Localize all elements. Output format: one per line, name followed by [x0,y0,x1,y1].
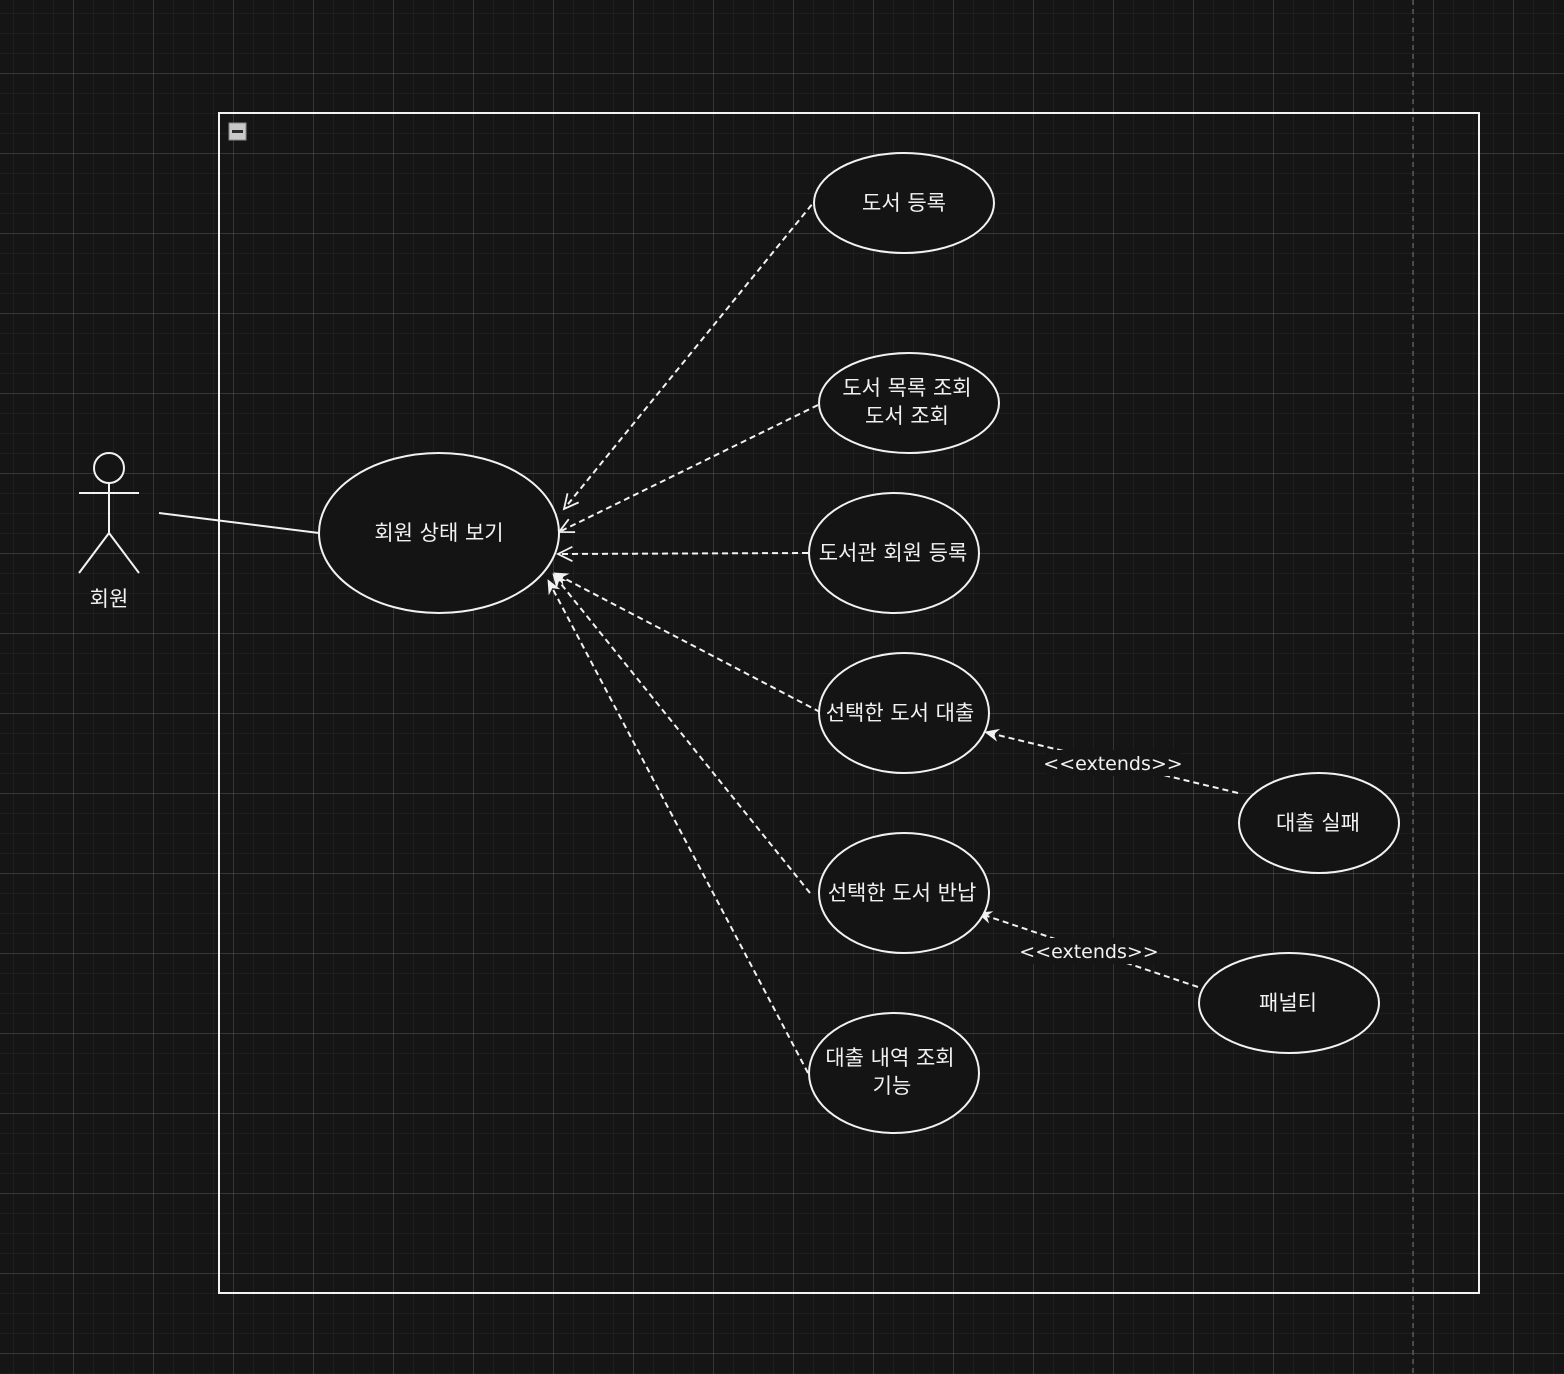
use-case-center[interactable]: 회원 상태 보기 [318,452,560,614]
actor-right-leg [108,532,140,574]
use-case-return[interactable]: 선택한 도서 반납 [818,832,990,954]
use-case-book-list[interactable]: 도서 목록 조회 도서 조회 [818,352,1000,454]
edge-extends-return[interactable] [977,911,1199,988]
actor-member[interactable]: 회원 [78,452,140,611]
edge-history[interactable] [547,579,809,1074]
use-case-history-label-2: 기능 [873,1074,912,1098]
edge-borrow[interactable] [553,572,821,713]
actor-label: 회원 [90,587,129,611]
use-case-member-register[interactable]: 도서관 회원 등록 [808,492,980,614]
use-case-book-list-label-1: 도서 목록 조회 [842,376,971,400]
actor-left-leg [78,532,110,574]
association-line[interactable] [158,512,320,534]
use-case-penalty-label: 패널티 [1259,991,1317,1015]
system-boundary[interactable] [218,112,1480,1294]
use-case-borrow-fail-label: 대출 실패 [1276,811,1360,835]
use-case-book-list-label-2: 도서 조회 [865,404,949,428]
use-case-borrow-fail[interactable]: 대출 실패 [1238,772,1400,874]
edge-label-extends-borrow: <<extends>> [1043,753,1182,775]
edge-book-list[interactable] [559,404,819,532]
edge-label-extends-return: <<extends>> [1019,941,1158,963]
edge-book-register[interactable] [564,196,819,509]
use-case-penalty[interactable]: 패널티 [1198,952,1380,1054]
edge-member-register[interactable] [558,553,809,554]
collapse-icon[interactable] [228,122,247,141]
use-case-return-label: 선택한 도서 반납 [828,881,977,905]
use-case-borrow[interactable]: 선택한 도서 대출 [818,652,990,774]
use-case-book-register-label: 도서 등록 [862,191,946,215]
use-case-book-register[interactable]: 도서 등록 [813,152,995,254]
use-case-center-label: 회원 상태 보기 [374,521,503,545]
use-case-history[interactable]: 대출 내역 조회 기능 [808,1012,980,1134]
edge-label-extends-borrow-group: <<extends>> [1043,750,1183,776]
use-case-member-register-label: 도서관 회원 등록 [819,541,968,565]
actor-head [93,452,125,484]
use-case-history-label-1: 대출 내역 조회 [825,1046,954,1070]
edge-label-extends-return-group: <<extends>> [1019,938,1159,964]
use-case-borrow-label: 선택한 도서 대출 [826,701,975,725]
edge-return[interactable] [552,573,811,894]
